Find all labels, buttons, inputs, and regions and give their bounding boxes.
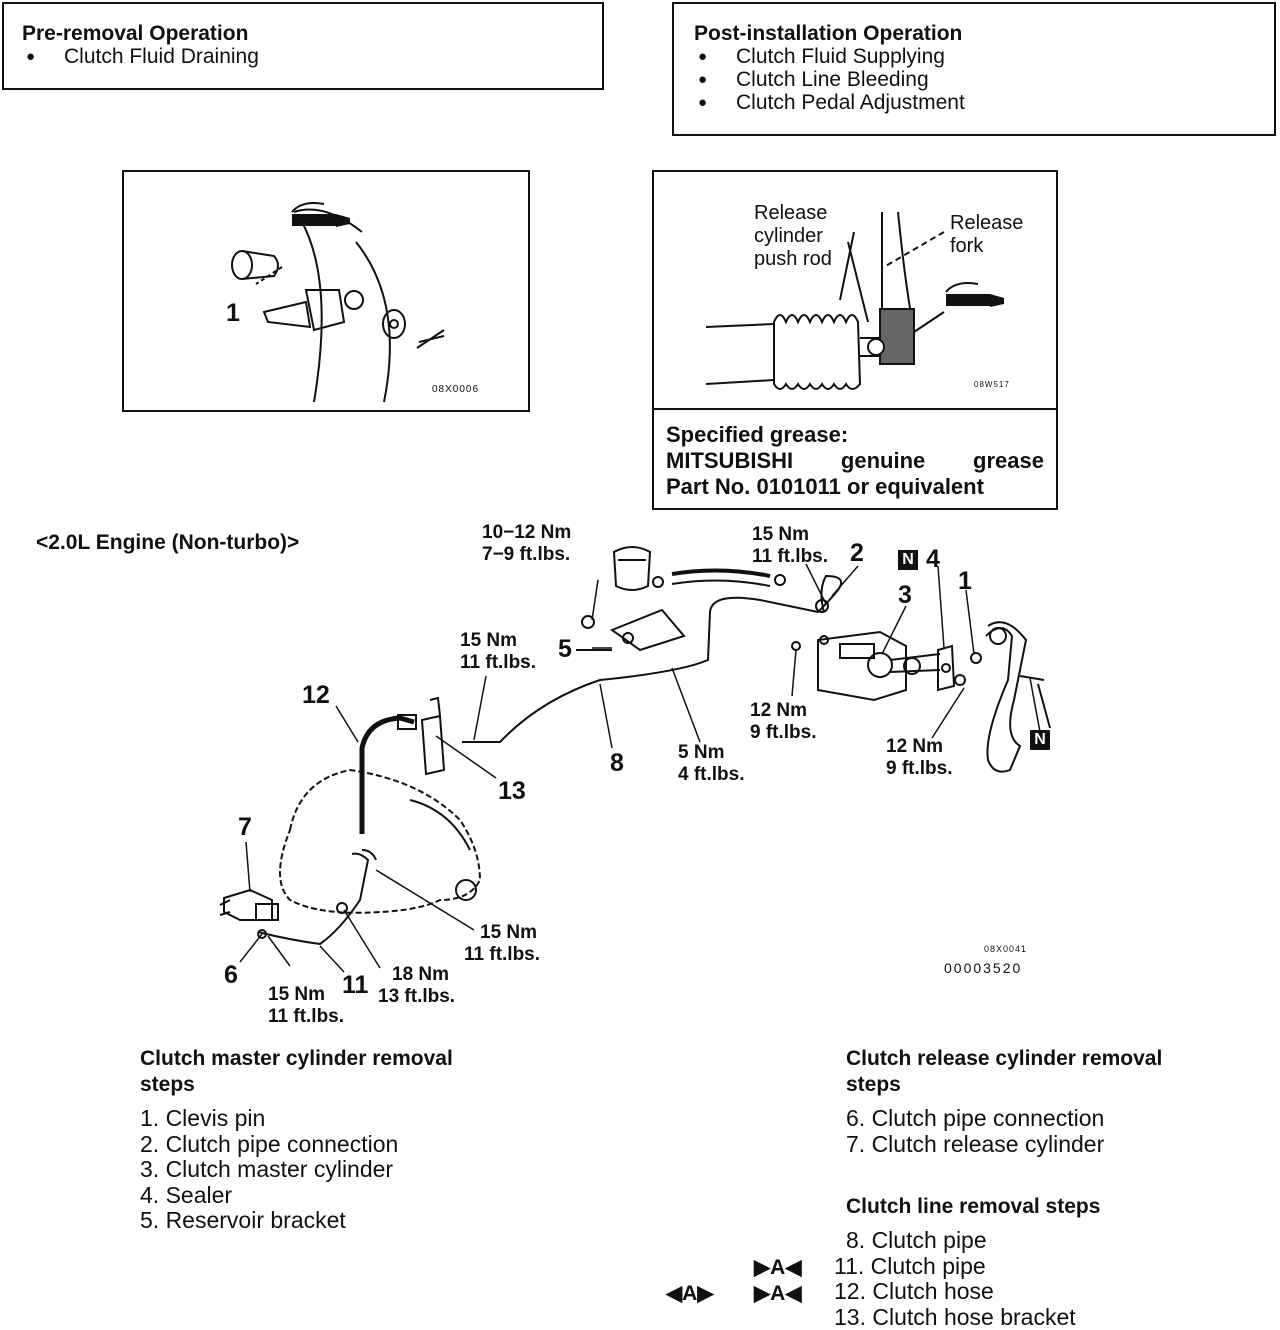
list-item: 12. Clutch hose	[834, 1279, 1076, 1305]
callout-4: 4	[926, 546, 940, 572]
callout-11: 11	[342, 972, 368, 998]
release-fork-figure: Release cylinder push rod Release fork 0…	[652, 170, 1058, 510]
pre-removal-title: Pre-removal Operation	[22, 22, 602, 45]
list-item: Clutch Fluid Draining	[22, 45, 602, 68]
triangle-right-icon: ▶	[754, 1256, 770, 1279]
grease-spec: Specified grease: MITSUBISHI genuine gre…	[654, 408, 1056, 508]
master-steps-title: Clutch master cylinder removal steps	[140, 1046, 453, 1098]
master-steps-list: 1. Clevis pin 2. Clutch pipe connection …	[140, 1106, 398, 1234]
marker-a-right-2: ▶A◀	[754, 1281, 801, 1306]
badge-n-top: N	[898, 550, 918, 570]
list-item: 5. Reservoir bracket	[140, 1208, 398, 1234]
clevis-pin-figure: 1 08X0006	[122, 170, 530, 412]
triangle-left-icon: ◀	[785, 1256, 801, 1279]
grease-tube-icon	[292, 203, 350, 227]
callout-1: 1	[226, 300, 240, 326]
line-steps-title: Clutch line removal steps	[846, 1194, 1100, 1220]
diagram-code-2: 00003520	[944, 960, 1022, 976]
callout-13: 13	[498, 778, 526, 804]
release-fork-label: Release fork	[950, 212, 1023, 258]
callout-7: 7	[238, 814, 252, 840]
torque-10-12: 10−12 Nm 7−9 ft.lbs.	[482, 522, 571, 566]
list-item: 8. Clutch pipe	[834, 1228, 1076, 1254]
clutch-line-diagram	[0, 510, 1280, 1030]
line-steps-list: 8. Clutch pipe 11. Clutch pipe 12. Clutc…	[834, 1228, 1076, 1330]
list-item: 2. Clutch pipe connection	[140, 1132, 398, 1158]
callout-5: 5	[558, 636, 572, 662]
grease-tube-icon	[946, 283, 1004, 307]
torque-5: 5 Nm 4 ft.lbs.	[678, 742, 745, 786]
callout-6: 6	[224, 962, 238, 988]
marker-a-left: ◀A▶	[666, 1281, 713, 1306]
figure-code: 08W517	[974, 380, 1010, 389]
torque-15-mid: 15 Nm 11 ft.lbs.	[464, 922, 540, 966]
marker-a-right-1: ▶A◀	[754, 1255, 801, 1280]
clevis-pin-drawing	[124, 172, 528, 410]
diagram-code-1: 08X0041	[984, 944, 1027, 954]
post-installation-box: Post-installation Operation Clutch Fluid…	[672, 2, 1276, 136]
callout-2: 2	[850, 540, 864, 566]
post-installation-list: Clutch Fluid Supplying Clutch Line Bleed…	[694, 45, 1274, 114]
torque-15-left: 15 Nm 11 ft.lbs.	[460, 630, 536, 674]
list-item: 4. Sealer	[140, 1183, 398, 1209]
callout-8: 8	[610, 750, 624, 776]
callout-3: 3	[898, 582, 912, 608]
torque-15-top: 15 Nm 11 ft.lbs.	[752, 524, 828, 568]
list-item: 11. Clutch pipe	[834, 1254, 1076, 1280]
figure-code: 08X0006	[432, 384, 479, 395]
triangle-left-icon: ◀	[785, 1282, 801, 1305]
list-item: 1. Clevis pin	[140, 1106, 398, 1132]
torque-18: 18 Nm 13 ft.lbs.	[378, 964, 455, 1008]
list-item: Clutch Pedal Adjustment	[694, 91, 1274, 114]
list-item: Clutch Fluid Supplying	[694, 45, 1274, 68]
torque-15-bottom: 15 Nm 11 ft.lbs.	[268, 984, 344, 1028]
callout-12: 12	[302, 682, 330, 708]
release-steps-title: Clutch release cylinder removal steps	[846, 1046, 1162, 1098]
torque-12-a: 12 Nm 9 ft.lbs.	[750, 700, 817, 744]
post-installation-title: Post-installation Operation	[694, 22, 1274, 45]
pushrod-label: Release cylinder push rod	[754, 202, 832, 271]
list-item: 6. Clutch pipe connection	[846, 1106, 1104, 1132]
pre-removal-box: Pre-removal Operation Clutch Fluid Drain…	[2, 2, 604, 90]
triangle-right-icon: ▶	[697, 1282, 713, 1305]
pre-removal-list: Clutch Fluid Draining	[22, 45, 602, 68]
badge-n-bottom: N	[1030, 730, 1050, 750]
list-item: 3. Clutch master cylinder	[140, 1157, 398, 1183]
list-item: Clutch Line Bleeding	[694, 68, 1274, 91]
release-steps-list: 6. Clutch pipe connection 7. Clutch rele…	[846, 1106, 1104, 1157]
list-item: 7. Clutch release cylinder	[846, 1132, 1104, 1158]
release-fork-drawing	[654, 172, 1056, 412]
release-fork-hatch	[880, 309, 914, 364]
triangle-right-icon: ▶	[754, 1282, 770, 1305]
torque-12-b: 12 Nm 9 ft.lbs.	[886, 736, 953, 780]
list-item: 13. Clutch hose bracket	[834, 1305, 1076, 1330]
callout-1: 1	[958, 568, 972, 594]
triangle-left-icon: ◀	[666, 1282, 682, 1305]
